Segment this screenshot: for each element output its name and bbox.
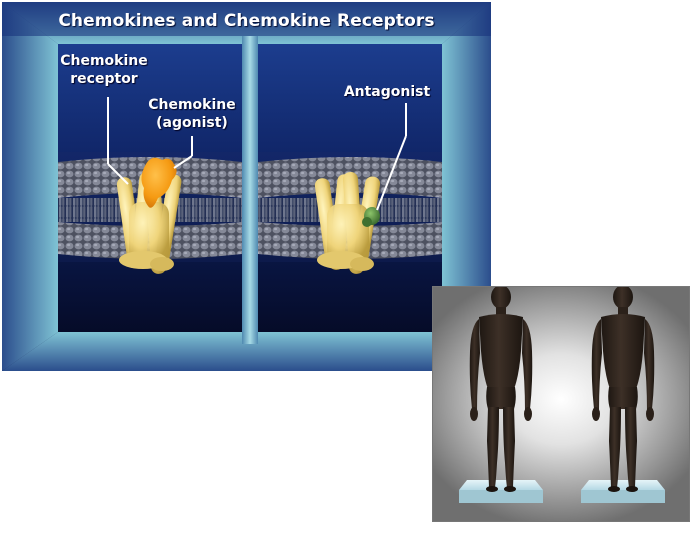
label-antagonist-text: Antagonist <box>343 84 431 100</box>
left-figure <box>459 287 543 503</box>
label-chemokine-agonist-text: Chemokine (agonist) <box>148 97 236 131</box>
right-figure <box>581 287 665 503</box>
label-chemokine-agonist: Chemokine (agonist) <box>137 96 247 132</box>
label-antagonist: Antagonist <box>332 83 442 101</box>
human-figures-artwork <box>459 287 665 503</box>
chemokine-slide: Chemokines and Chemokine Receptors Chemo… <box>2 2 491 371</box>
left-human-figure <box>469 287 533 492</box>
antagonist-window <box>258 44 442 332</box>
chemokine-agonist <box>141 157 177 208</box>
agonist-window <box>58 44 242 332</box>
human-figures-panel <box>432 286 690 522</box>
slide-title: Chemokines and Chemokine Receptors <box>58 11 435 31</box>
label-chemokine-receptor-text: Chemokine receptor <box>60 53 148 87</box>
label-chemokine-receptor: Chemokine receptor <box>54 52 154 88</box>
chemokine-receptor-right <box>314 172 381 274</box>
frame-right <box>442 2 491 371</box>
frame-bottom <box>2 332 491 371</box>
right-human-figure <box>591 287 655 492</box>
frame-left <box>2 2 58 371</box>
slide-artwork <box>2 2 491 371</box>
window-divider <box>242 36 258 344</box>
